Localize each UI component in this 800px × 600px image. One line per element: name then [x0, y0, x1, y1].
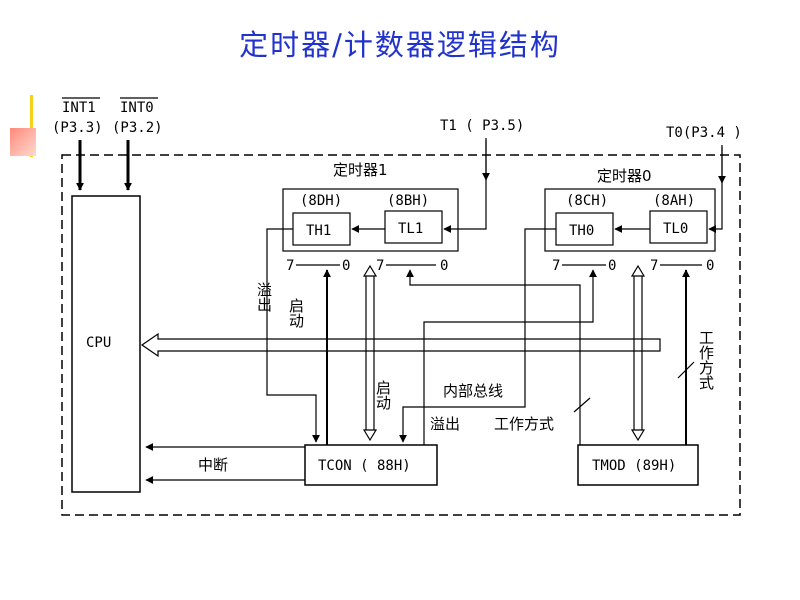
tl1-register: [384, 210, 443, 244]
int1-label: INT1: [62, 100, 96, 116]
th1-bit-lo: 0: [342, 258, 350, 274]
start-label-timer1: 启动: [287, 298, 305, 329]
timer1-group: [282, 188, 459, 252]
th0-bit-lo: 0: [608, 258, 616, 274]
tl1-bit-hi-b: 7: [376, 258, 384, 274]
th1-address: (8DH): [300, 193, 342, 209]
start-label-timer0: 启动: [374, 380, 392, 411]
decorative-bar: [30, 95, 33, 157]
tl0-bit-hi: 7: [650, 258, 658, 274]
work-mode-label-timer1: 工作方式: [494, 415, 554, 433]
th0-address: (8CH): [566, 193, 608, 209]
timer1-title: 定时器1: [333, 161, 388, 179]
t1-pin-label: T1 ( P3.5): [440, 118, 524, 134]
tcon-bus-link: [362, 264, 378, 442]
tl0-label: TL0: [663, 221, 688, 237]
int0-port-label: (P3.2): [112, 120, 163, 136]
decorative-square: [10, 128, 36, 156]
tl1-address: (8BH): [387, 193, 429, 209]
overflow-label-timer0: 溢出: [430, 415, 460, 433]
tl1-bit-hi: 7: [286, 258, 294, 274]
th0-bit-hi: 7: [552, 258, 560, 274]
cpu-label: CPU: [86, 335, 111, 351]
timer1-mode-line: [406, 269, 581, 445]
system-boundary: [61, 154, 741, 516]
cpu-block: [71, 195, 141, 493]
tl0-register: [649, 210, 708, 244]
tl1-label: TL1: [398, 221, 423, 237]
work-mode-label-timer0: 工作方式: [697, 330, 715, 390]
tmod-bus-link: [630, 264, 646, 442]
internal-bus-label: 内部总线: [443, 382, 503, 400]
th1-register: [292, 212, 351, 246]
tmod-label: TMOD (89H): [592, 458, 676, 474]
int1-port-label: (P3.3): [52, 120, 103, 136]
slide-title: 定时器/计数器逻辑结构: [239, 28, 561, 62]
th1-label: TH1: [306, 223, 331, 239]
tmod-register: [577, 444, 699, 486]
timer1-mode-tick: [573, 397, 591, 413]
timer0-start-line: [423, 269, 597, 445]
overflow-label-timer1-text: 溢出: [243, 282, 273, 312]
th0-overflow-line: [399, 228, 556, 443]
overflow-label-timer1: 溢出: [243, 282, 273, 312]
timer0-title: 定时器0: [597, 167, 652, 185]
t1-input-line: [443, 138, 487, 233]
th1-overflow-line: [266, 228, 320, 443]
int0-label: INT0: [120, 100, 154, 116]
tl0-bit-lo: 0: [706, 258, 714, 274]
interrupt-label: 中断: [198, 456, 228, 474]
tcon-label: TCON ( 88H): [318, 458, 411, 474]
internal-bus: [140, 332, 661, 358]
tl0-address: (8AH): [653, 193, 695, 209]
t0-pin-label: T0(P3.4 ): [666, 125, 742, 141]
tl1-bit-lo: 0: [440, 258, 448, 274]
tcon-register: [304, 444, 438, 486]
th0-label: TH0: [569, 223, 594, 239]
timer0-mode-tick: [677, 361, 695, 379]
timer0-group: [544, 188, 716, 252]
